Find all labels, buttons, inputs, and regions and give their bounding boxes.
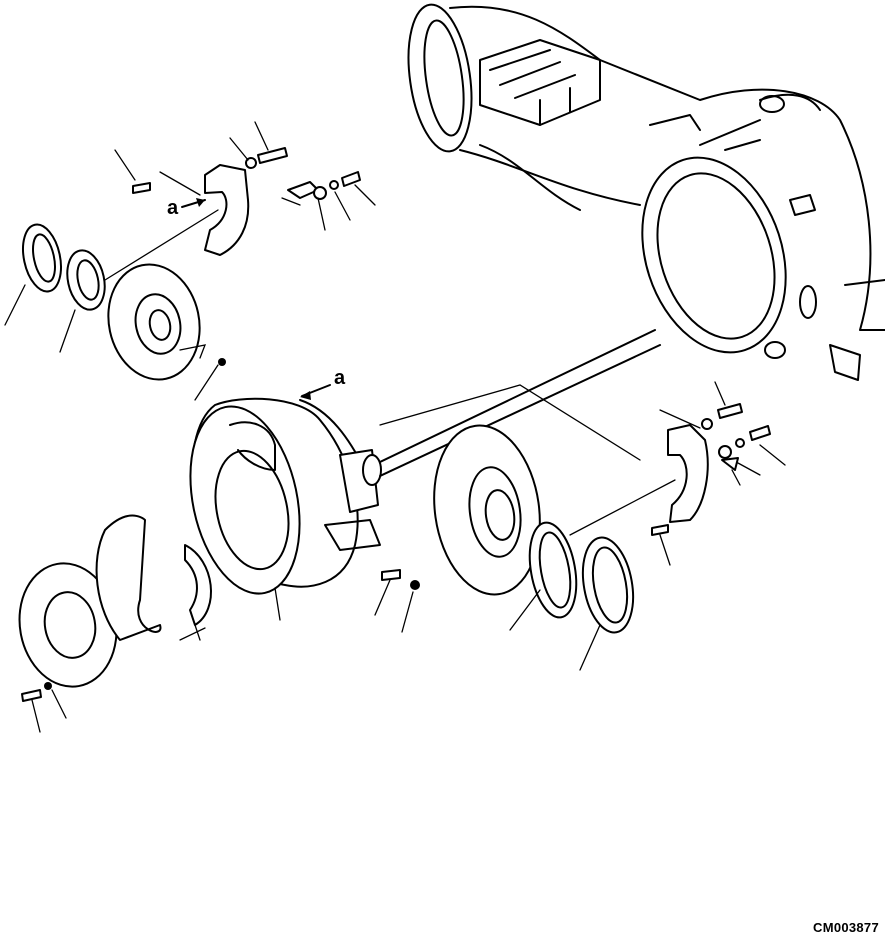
bearing-cap-left: [204, 164, 250, 256]
lock-nut-left: [22, 223, 62, 293]
callout-leaders: [4, 121, 786, 733]
seal-ring-right: [528, 521, 578, 619]
shim-arc-lower: [95, 514, 212, 641]
bearing-cap-right: [667, 424, 709, 523]
assembly-lines: [104, 171, 676, 641]
fasteners: [21, 147, 771, 702]
bearing-cage-right: [433, 424, 541, 596]
lock-nut-right: [581, 536, 635, 634]
bearing-cage-left: [107, 263, 201, 381]
reference-mark-lower: a: [334, 367, 346, 389]
reference-arrows: [181, 198, 331, 400]
drawing-code: CM003877: [813, 920, 879, 935]
carrier-housing: [189, 329, 661, 595]
reference-mark-upper: a: [167, 197, 179, 219]
seal-ring-left: [66, 249, 106, 311]
axle-housing: [407, 3, 885, 381]
